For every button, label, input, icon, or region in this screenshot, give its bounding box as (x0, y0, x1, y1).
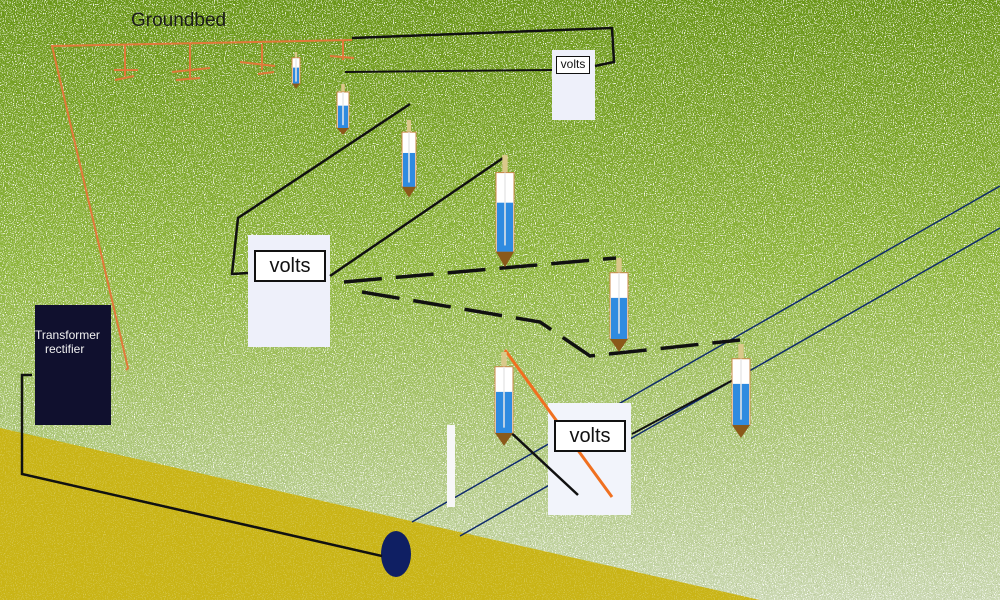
negative-cable (20, 373, 383, 558)
reference-electrode (731, 344, 751, 438)
reference-electrode (401, 120, 417, 198)
transformer-rectifier-box (35, 305, 111, 425)
test-wire-dashed (361, 290, 741, 358)
pipeline-section (381, 531, 411, 577)
voltmeter-lower-display: volts (554, 420, 626, 452)
groundbed-title: Groundbed (131, 10, 227, 31)
rectifier-label-line2: rectifier (45, 342, 85, 356)
test-wire (344, 69, 553, 73)
voltmeter-middle-display: volts (254, 250, 326, 282)
test-wire (631, 371, 749, 435)
transformer-rectifier-label: Transformer rectifier (35, 328, 111, 356)
test-wire (503, 425, 579, 496)
reference-electrode (291, 52, 301, 89)
reference-electrodes (291, 52, 751, 446)
reference-electrode (495, 155, 515, 268)
test-wire (329, 156, 504, 278)
reference-electrode (336, 84, 350, 135)
test-wire (351, 26, 616, 68)
pipeline-route-line (411, 185, 1000, 523)
rectifier-label-line1: Transformer (35, 328, 100, 342)
test-wire-dashed (343, 256, 617, 284)
soil-speckle (0, 428, 760, 600)
test-wire (230, 102, 411, 276)
anode-drops (114, 40, 355, 81)
reference-electrode (609, 258, 629, 352)
voltmeter-small-display: volts (556, 56, 590, 74)
probe-stake (447, 425, 455, 507)
anode-cable (50, 39, 353, 371)
reference-electrode (494, 352, 514, 446)
